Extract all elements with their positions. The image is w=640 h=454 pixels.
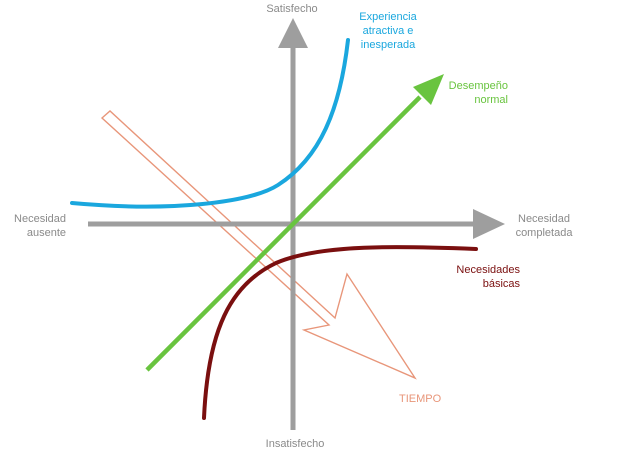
attractive-label-line1: Experiencia	[359, 11, 417, 23]
time-arrow	[100, 110, 417, 380]
attractive-label-line2: atractiva e	[362, 25, 414, 37]
attractive-label: Experiencia atractiva e inesperada	[345, 10, 431, 52]
basic-label-line2: básicas	[482, 278, 520, 290]
basic-label-line1: Necesidades	[456, 264, 520, 276]
performance-label-line2: normal	[474, 94, 508, 106]
time-label: TIEMPO	[399, 393, 442, 405]
left-axis-label-line2: ausente	[26, 227, 66, 239]
left-axis-label: Necesidad ausente	[4, 212, 66, 240]
right-axis-label-line2: completada	[515, 227, 573, 239]
right-axis-label: Necesidad completada	[506, 212, 582, 240]
right-arrowhead	[473, 209, 505, 239]
performance-arrowhead	[413, 74, 444, 105]
basic-label: Necesidades básicas	[436, 263, 520, 291]
attractive-label-line3: inesperada	[360, 39, 416, 51]
performance-line	[145, 95, 422, 372]
attractive-curve	[70, 38, 350, 209]
left-axis-label-line1: Necesidad	[14, 213, 66, 225]
performance-label: Desempeño normal	[438, 79, 508, 107]
basic-curve	[202, 245, 478, 420]
top-arrowhead	[278, 18, 308, 48]
top-axis-label: Satisfecho	[266, 3, 318, 15]
bottom-axis-label: Insatisfecho	[265, 438, 325, 450]
right-axis-label-line1: Necesidad	[518, 213, 570, 225]
performance-label-line1: Desempeño	[448, 80, 508, 92]
